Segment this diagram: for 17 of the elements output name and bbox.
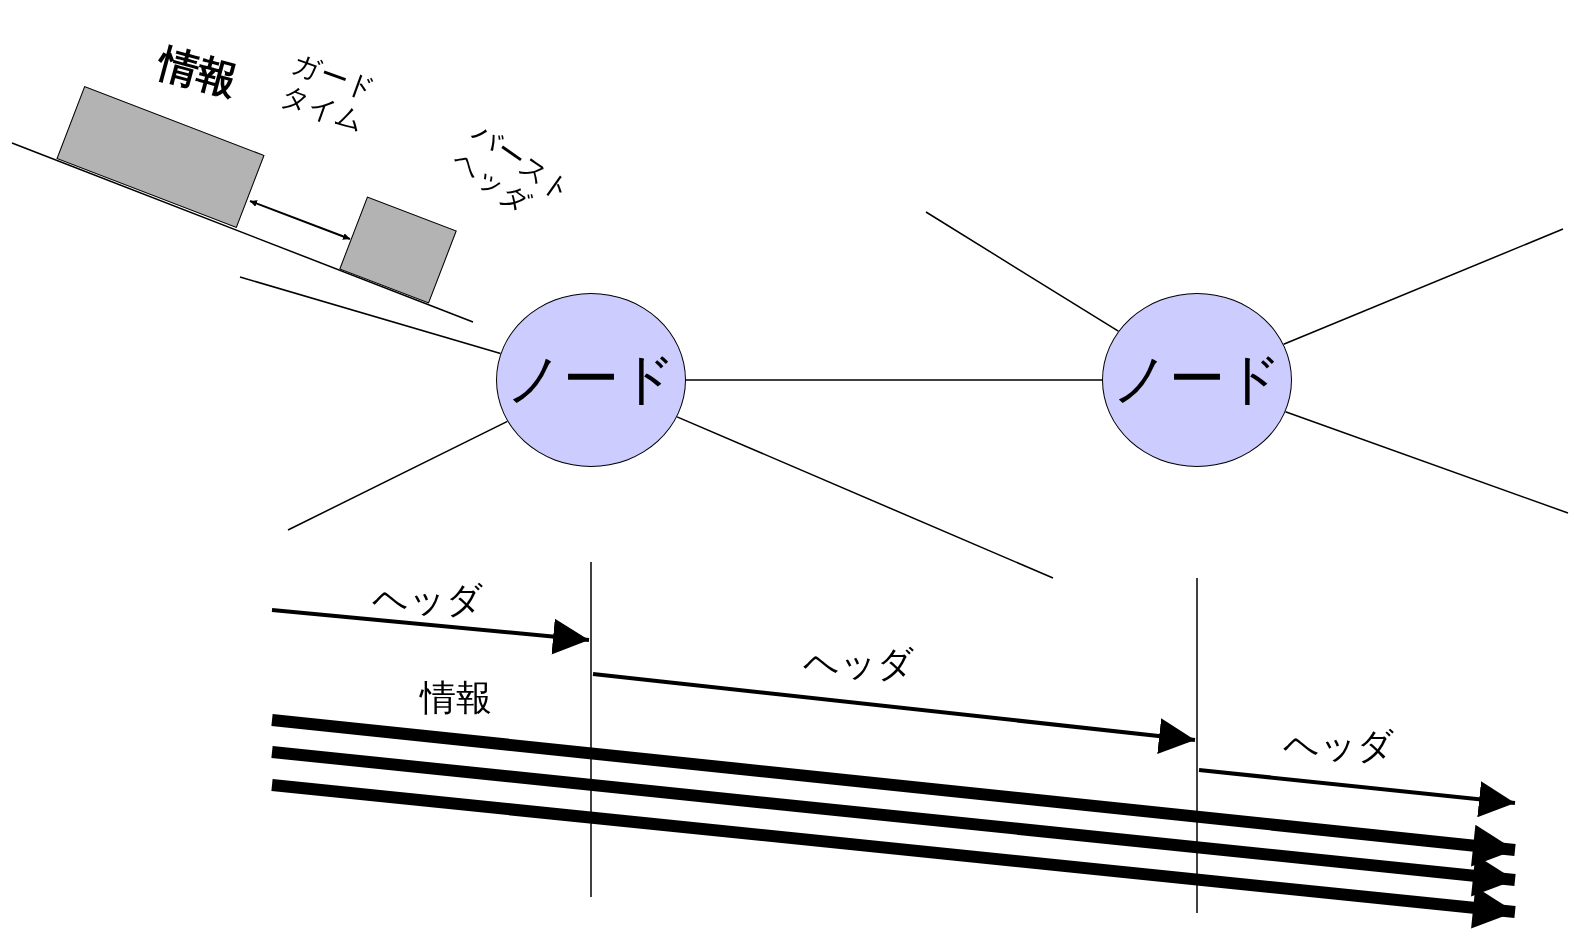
guard-time-label: ガードタイム [276,46,382,141]
burst-label: 情報 [152,38,244,107]
connector-line [925,211,1120,332]
connector-line [1284,410,1569,514]
connector-line [287,420,509,531]
connector-line [239,276,502,355]
header-label: ヘッダ [803,642,914,686]
header-label: ヘッダ [1283,724,1394,768]
node-circle: ノード [1102,293,1292,467]
connector-line [676,416,1054,579]
data-label: 情報 [420,676,492,720]
burst-header-label: バーストヘッダ [446,115,581,223]
connector-line [1282,228,1564,345]
connector-line [249,200,351,240]
header-label: ヘッダ [372,578,483,622]
connector-line [685,379,1103,381]
node-circle: ノード [496,293,686,467]
